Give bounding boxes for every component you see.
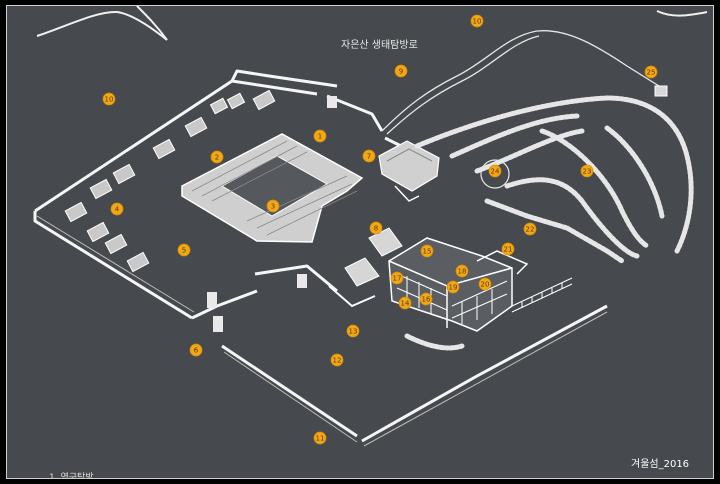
location-marker-3: 3: [266, 199, 280, 213]
location-marker-13: 13: [346, 324, 360, 338]
location-marker-2: 2: [210, 150, 224, 164]
location-marker-18: 18: [455, 264, 469, 278]
marker-dot: [478, 277, 492, 291]
marker-dot: [362, 149, 376, 163]
location-marker-4: 4: [110, 202, 124, 216]
location-marker-15: 15: [420, 244, 434, 258]
marker-number: 25: [647, 69, 656, 77]
marker-dot: [501, 242, 515, 256]
location-marker-9: 9: [394, 64, 408, 78]
location-marker-23: 23: [580, 164, 594, 178]
wall-shading: [36, 215, 608, 447]
marker-dot: [177, 243, 191, 257]
pavilion-building: [378, 140, 440, 202]
marker-number: 6: [194, 347, 199, 355]
location-marker-1: 1: [313, 129, 327, 143]
location-marker-12: 12: [330, 353, 344, 367]
marker-number: 4: [115, 206, 120, 214]
marker-dot: [313, 129, 327, 143]
circle-plaza: [480, 159, 510, 189]
marker-number: 23: [583, 168, 592, 176]
stone-walls: [404, 95, 694, 351]
location-marker-25: 25: [644, 65, 658, 79]
marker-number: 24: [491, 168, 500, 176]
marker-number: 1: [318, 133, 322, 141]
location-marker-21: 21: [501, 242, 515, 256]
location-marker-24: 24: [488, 164, 502, 178]
marker-number: 19: [449, 284, 458, 292]
location-marker-17: 17: [390, 271, 404, 285]
location-marker-10a: 10: [470, 14, 484, 28]
trail-path: [381, 30, 660, 135]
location-marker-8: 8: [369, 221, 383, 235]
marker-number: 12: [333, 357, 342, 365]
marker-dot: [210, 150, 224, 164]
marker-number: 20: [481, 281, 490, 289]
watermark: 겨울섬_2016: [631, 458, 689, 470]
marker-number: 8: [374, 225, 378, 233]
location-marker-22: 22: [523, 222, 537, 236]
marker-number: 2: [215, 154, 219, 162]
marker-number: 22: [526, 226, 535, 234]
marker-number: 21: [504, 246, 513, 254]
location-marker-6: 6: [189, 343, 203, 357]
marker-number: 17: [393, 275, 402, 283]
bottom-caption: 1. 역구탐방: [49, 471, 94, 479]
marker-number: 16: [422, 296, 431, 304]
courtyard-complex: [181, 133, 364, 243]
marker-dot: [189, 343, 203, 357]
marker-number: 10: [105, 96, 114, 104]
trail-label: 자은산 생태탐방로: [341, 39, 418, 51]
location-marker-7: 7: [362, 149, 376, 163]
site-map-drawing: 자은산 생태탐방로 123456789101011121314151617181…: [33, 6, 708, 479]
marker-dot: [110, 202, 124, 216]
mountain-outline: [36, 6, 708, 41]
marker-dot: [419, 292, 433, 306]
location-marker-11: 11: [313, 431, 327, 445]
marker-dot: [523, 222, 537, 236]
marker-dot: [266, 199, 280, 213]
marker-dot: [390, 271, 404, 285]
marker-dot: [455, 264, 469, 278]
marker-number: 5: [182, 247, 186, 255]
location-marker-16: 16: [419, 292, 433, 306]
marker-dot: [644, 65, 658, 79]
gate-posts: [207, 96, 337, 332]
marker-dot: [470, 14, 484, 28]
marker-dot: [420, 244, 434, 258]
small-buildings: [64, 89, 276, 273]
marker-number: 3: [271, 203, 275, 211]
marker-dot: [398, 296, 412, 310]
location-marker-20: 20: [478, 277, 492, 291]
marker-number: 13: [349, 328, 358, 336]
trail-end-marker: [654, 85, 668, 97]
stair-structures: [328, 227, 403, 308]
marker-dot: [313, 431, 327, 445]
location-marker-14: 14: [398, 296, 412, 310]
marker-dot: [580, 164, 594, 178]
marker-number: 15: [423, 248, 432, 256]
location-marker-19: 19: [446, 280, 460, 294]
marker-dot: [488, 164, 502, 178]
marker-number: 10: [473, 18, 482, 26]
marker-number: 14: [401, 300, 410, 308]
outer-walls: [33, 69, 608, 443]
marker-number: 11: [316, 435, 325, 443]
marker-dot: [394, 64, 408, 78]
marker-dot: [102, 92, 116, 106]
marker-dot: [446, 280, 460, 294]
location-marker-5: 5: [177, 243, 191, 257]
marker-dot: [330, 353, 344, 367]
marker-number: 9: [399, 68, 403, 76]
marker-number: 18: [458, 268, 467, 276]
marker-dot: [369, 221, 383, 235]
fence: [511, 277, 573, 313]
marker-number: 7: [367, 153, 371, 161]
location-marker-10b: 10: [102, 92, 116, 106]
marker-dot: [346, 324, 360, 338]
